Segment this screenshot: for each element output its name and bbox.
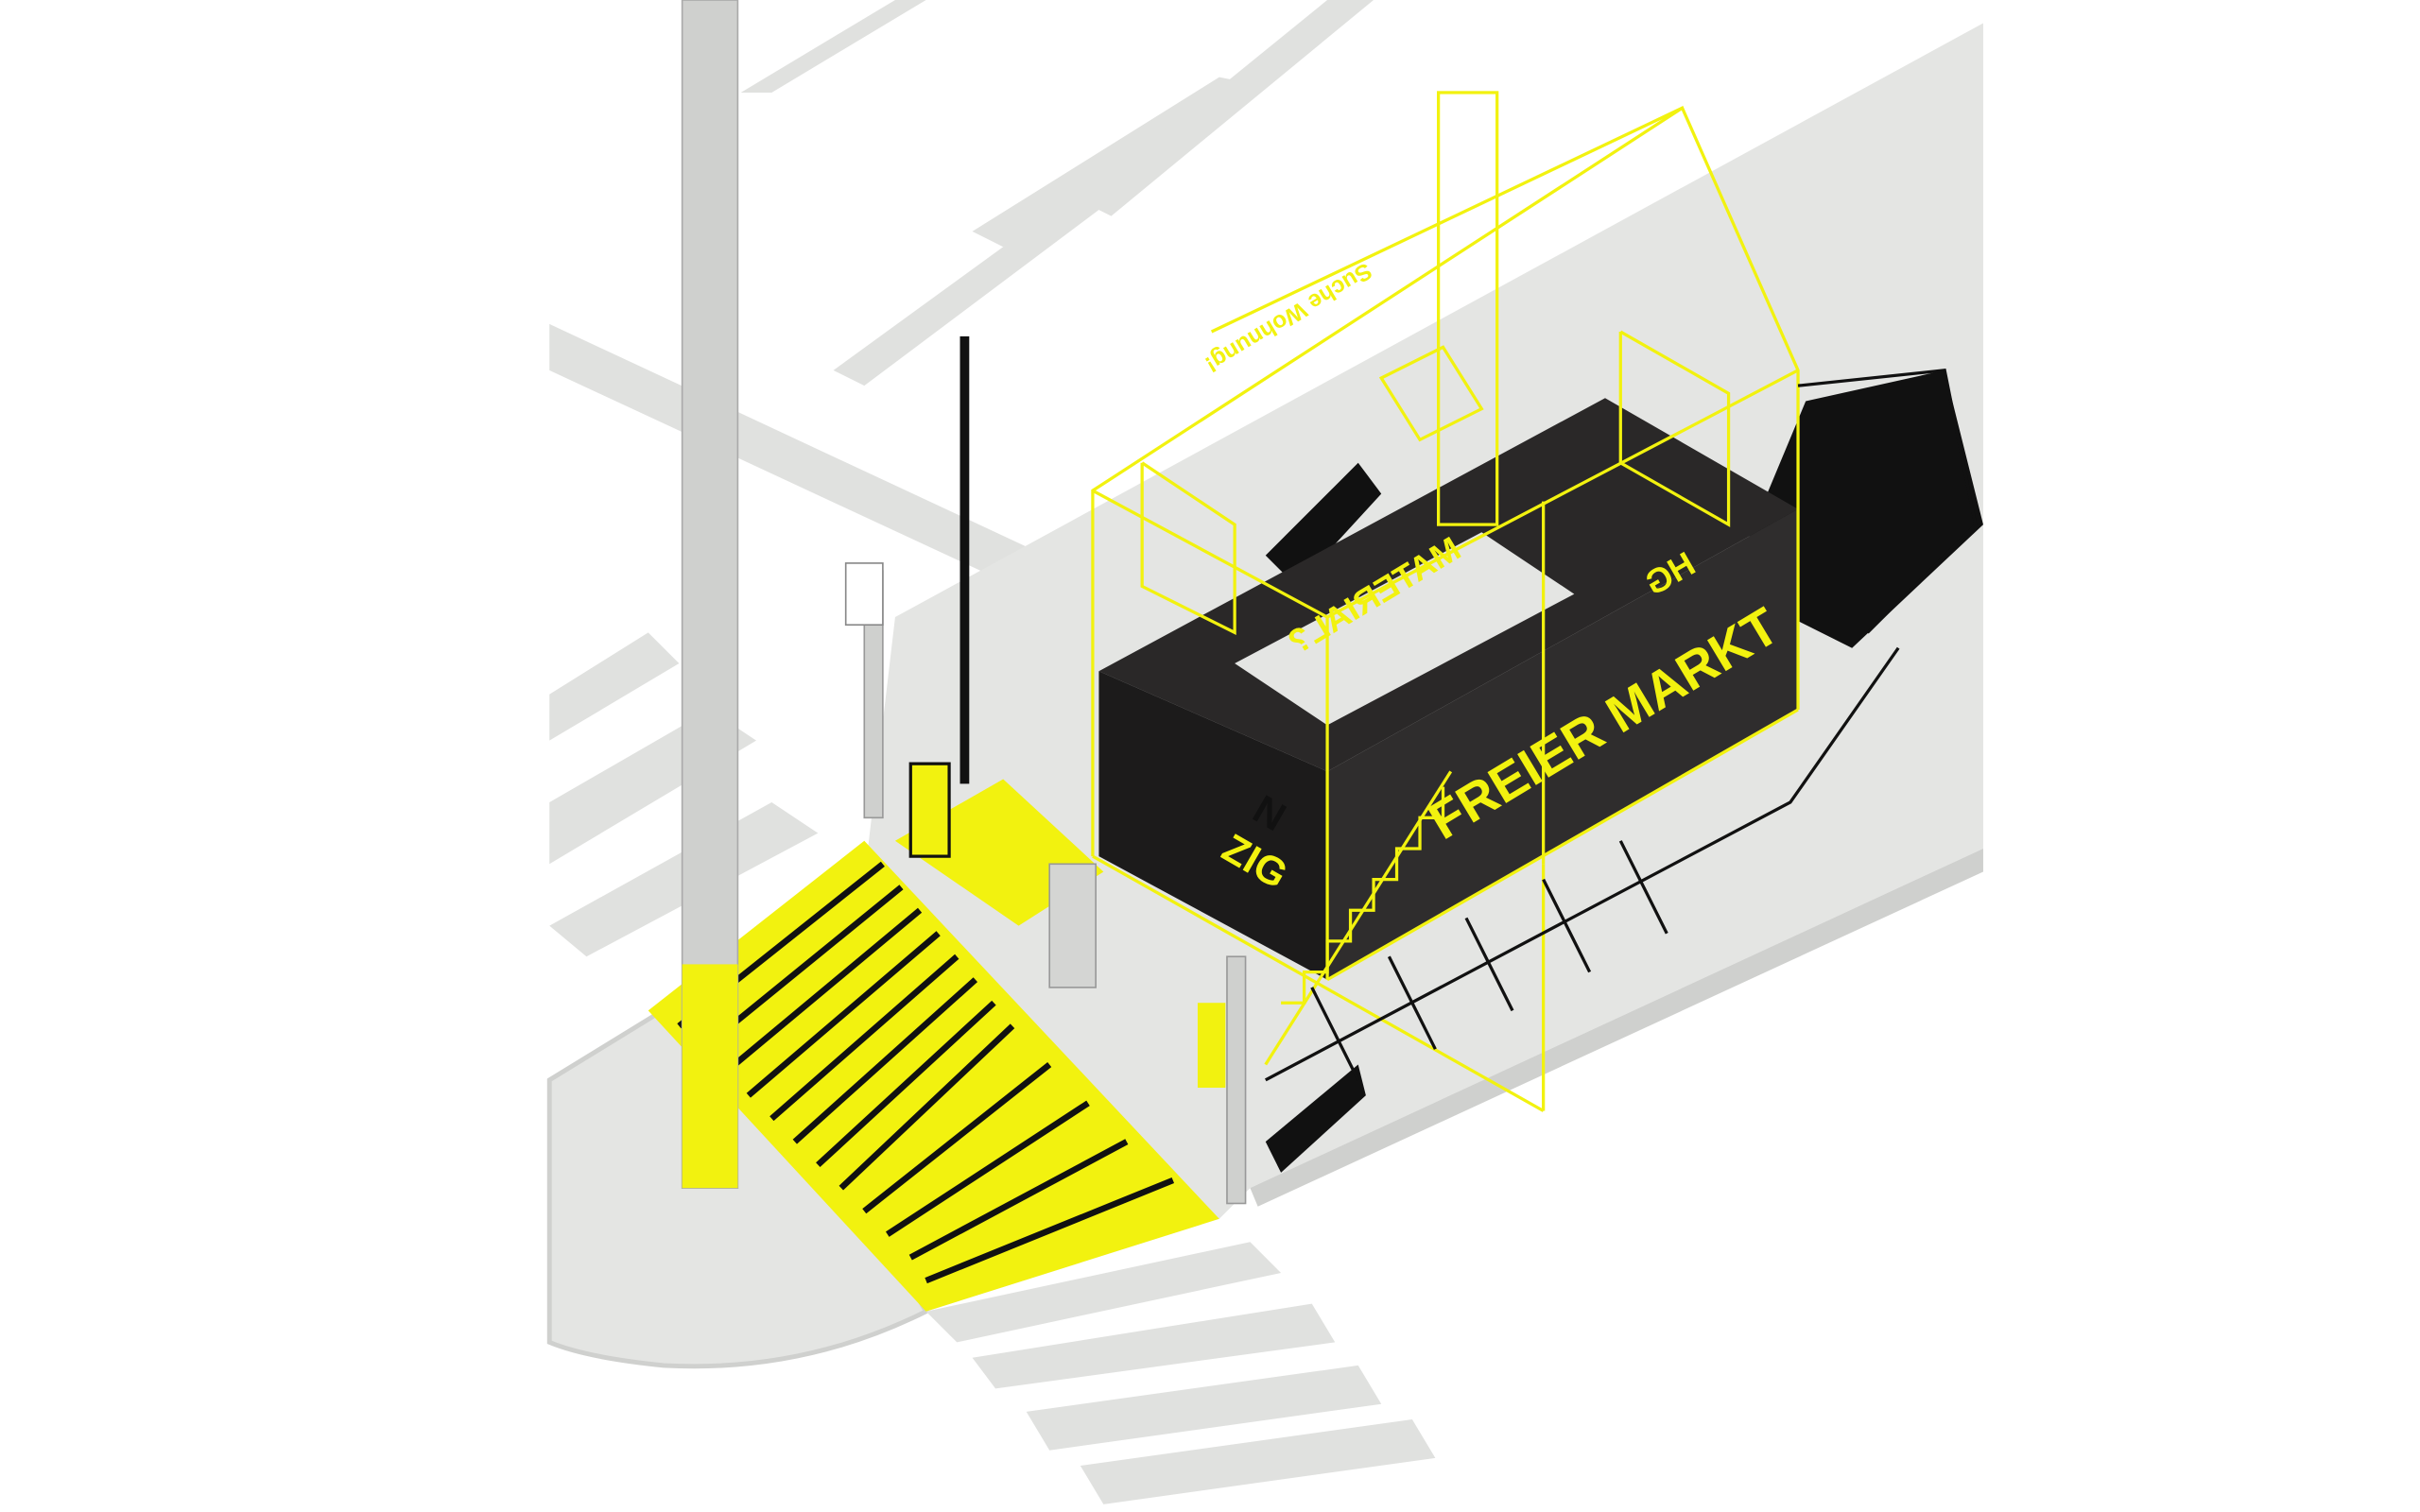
container	[1098, 398, 1799, 980]
sign-suche-wohnung: Suche Wohnung!	[1201, 257, 1376, 377]
lattice-shadow	[1265, 369, 1978, 1082]
shadow	[1265, 1064, 1366, 1173]
crosswalk-stripes	[925, 1242, 1436, 1504]
pole-yellow-base	[682, 964, 738, 1189]
stairs	[1264, 770, 1453, 1066]
bollard-yellow	[1197, 1003, 1226, 1089]
shadow	[1265, 462, 1382, 587]
signal-box	[844, 562, 884, 627]
bollard	[1226, 955, 1247, 1205]
utility-box	[1048, 863, 1097, 988]
curb-edge	[1250, 848, 1983, 1207]
black-post	[959, 335, 970, 784]
